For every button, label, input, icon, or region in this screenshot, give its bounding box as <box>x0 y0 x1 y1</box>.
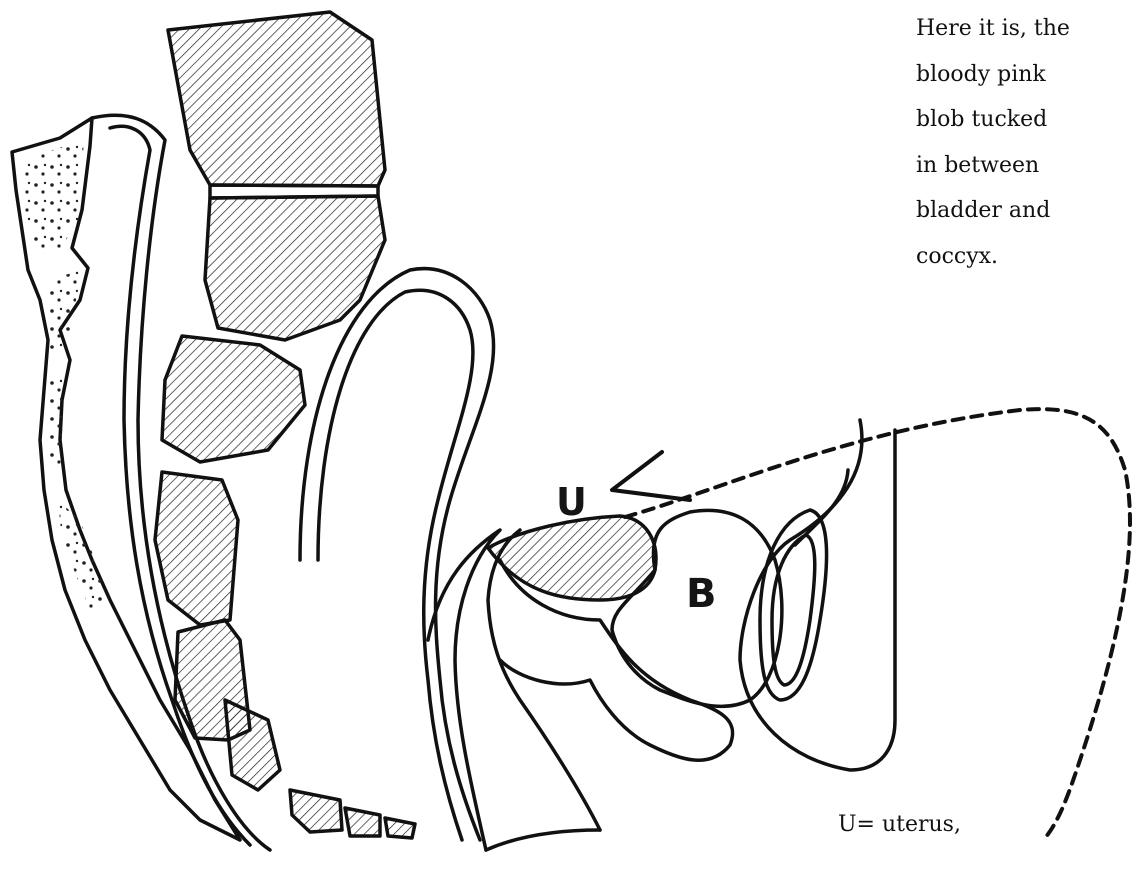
vertebra-1 <box>168 12 385 186</box>
legend-text: U= uterus, <box>838 812 961 837</box>
arrow-pointer <box>612 452 690 500</box>
coccyx-segment-3 <box>345 808 380 836</box>
pubic-symphysis-inner <box>772 535 815 685</box>
vertebra-4 <box>155 472 238 625</box>
dashed-leader-line <box>625 409 1130 838</box>
caption-line-3: blob tucked <box>916 97 1138 143</box>
vertebra-2 <box>205 196 385 340</box>
coccyx-segment-2 <box>290 790 342 832</box>
perineum-outline <box>486 830 600 850</box>
intervertebral-disc <box>210 185 378 198</box>
caption-line-2: bloody pink <box>916 52 1138 98</box>
bladder-label: B <box>686 571 717 617</box>
caption-line-5: bladder and <box>916 188 1138 234</box>
caption-line-6: coccyx. <box>916 234 1138 280</box>
caption-line-4: in between <box>916 143 1138 189</box>
vaginal-canal-outer <box>428 530 500 850</box>
uterus-body <box>488 516 656 600</box>
coccyx-segment-4 <box>385 818 415 838</box>
uterus-label: U <box>556 480 587 524</box>
caption: Here it is, the bloody pink blob tucked … <box>916 6 1138 279</box>
vertebra-3 <box>162 336 305 462</box>
caption-line-1: Here it is, the <box>916 6 1138 52</box>
coccyx-segment-1 <box>225 700 280 790</box>
rectum-inner <box>318 290 473 840</box>
